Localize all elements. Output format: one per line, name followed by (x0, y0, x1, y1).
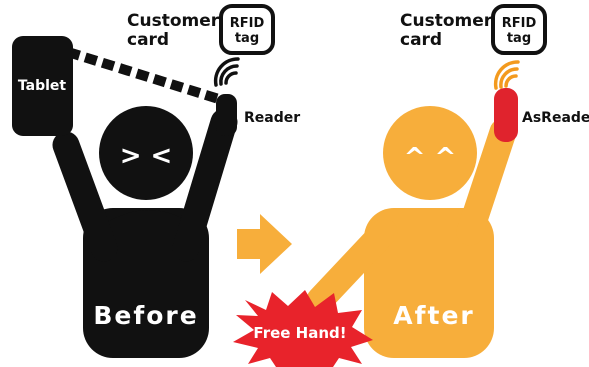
free-hand-label: Free Hand! (253, 324, 346, 342)
after-rfid-line1: RFID (502, 16, 537, 31)
asreader-label: AsReader (522, 110, 589, 126)
tablet-reader-cable (68, 52, 222, 100)
reader-label: Reader (244, 110, 300, 126)
before-signal-icon (216, 59, 238, 85)
before-customer-card-line1: Customer (127, 11, 220, 31)
after-rfid-line2: tag (507, 31, 531, 46)
after-caption: After (393, 301, 474, 330)
before-rfid-line2: tag (235, 31, 259, 46)
transition-arrow-icon (237, 214, 292, 274)
after-signal-icon (496, 62, 518, 88)
after-face: ^ ^ (404, 143, 457, 173)
before-caption: Before (93, 301, 198, 330)
before-rfid-line1: RFID (230, 16, 265, 31)
reader-device (216, 94, 237, 136)
before-panel: Customer card RFID tag > < Tablet Reader (12, 6, 300, 358)
before-customer-card-line2: card (127, 30, 169, 50)
asreader-device (494, 88, 518, 142)
before-right-arm (186, 122, 224, 248)
tablet-label: Tablet (18, 78, 67, 94)
before-face: > < (120, 141, 173, 171)
after-panel: Customer card RFID tag ^ ^ AsReader Afte… (233, 6, 589, 367)
after-customer-card-line1: Customer (400, 11, 493, 31)
before-left-arm (66, 145, 104, 248)
after-customer-card-line2: card (400, 30, 442, 50)
